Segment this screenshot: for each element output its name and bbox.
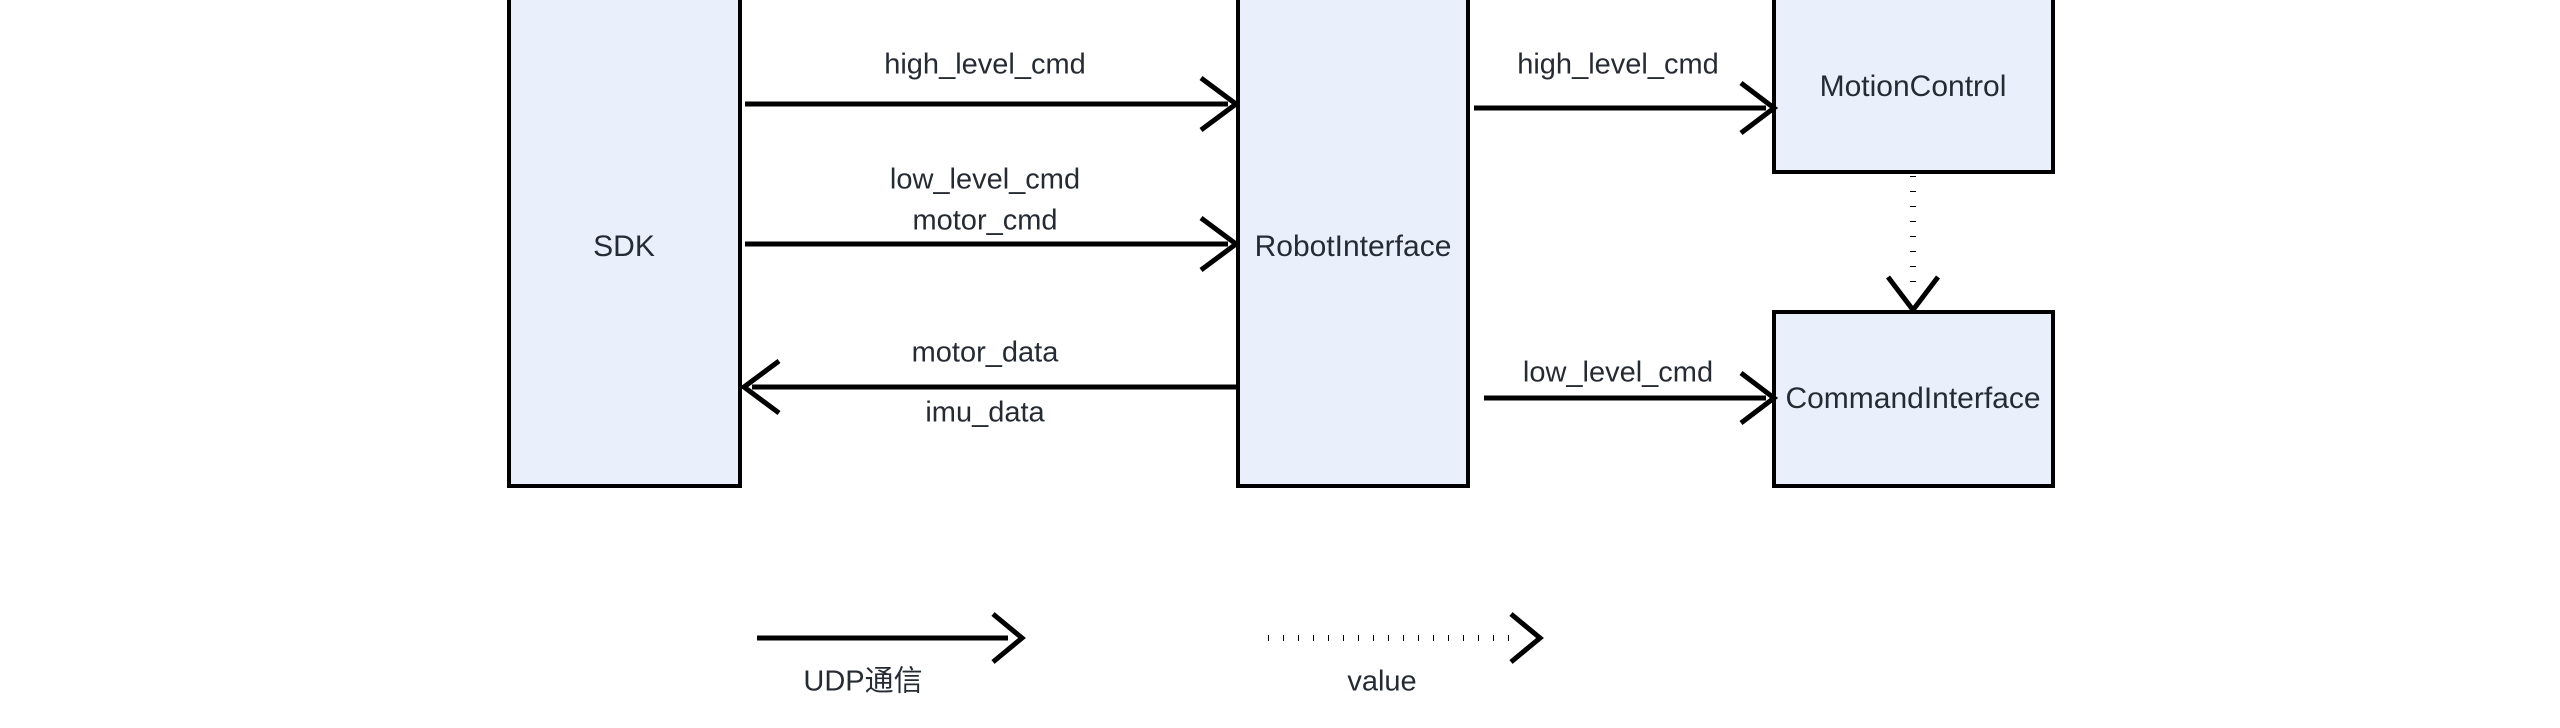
sdk-label: SDK <box>593 230 655 263</box>
sdk-box[interactable] <box>507 0 742 488</box>
edge-label-low-level-cmd-right: low_level_cmd <box>1523 357 1713 389</box>
legend: UDP通信 value <box>757 612 1544 698</box>
edge-label-motor-cmd: motor_cmd <box>912 205 1057 237</box>
legend-label-value: value <box>1347 666 1416 698</box>
edge-label-imu-data: imu_data <box>925 397 1045 429</box>
edge-robotinterface-to-motioncontrol[interactable]: high_level_cmd <box>1474 49 1779 135</box>
commandinterface-box[interactable] <box>1772 310 2055 488</box>
edge-sdk-to-robotinterface-low-level-cmd[interactable]: low_level_cmd motor_cmd <box>745 164 1241 273</box>
edge-label-high-level-cmd-right: high_level_cmd <box>1517 49 1719 81</box>
legend-item-udp[interactable]: UDP通信 <box>757 612 1026 698</box>
arrowhead-icon <box>1509 612 1544 664</box>
commandinterface-label: CommandInterface <box>1785 382 2040 415</box>
arrowhead-icon <box>1199 75 1241 133</box>
edge-label-low-level-cmd: low_level_cmd <box>890 164 1080 196</box>
edge-motioncontrol-to-commandinterface-dotted[interactable] <box>1886 176 1940 315</box>
edge-robotinterface-to-sdk-motor-data[interactable]: motor_data imu_data <box>739 337 1238 429</box>
legend-label-udp: UDP通信 <box>803 665 922 698</box>
arrowhead-icon <box>1199 215 1241 273</box>
node-commandinterface[interactable]: CommandInterface <box>1772 310 2055 488</box>
robotinterface-box[interactable] <box>1236 0 1470 488</box>
arrowhead-icon <box>1739 371 1779 425</box>
arrowhead-icon <box>1739 81 1779 135</box>
arrowhead-icon <box>1886 275 1940 315</box>
edge-label-motor-data: motor_data <box>912 337 1060 369</box>
edge-label-high-level-cmd-left: high_level_cmd <box>884 49 1086 81</box>
node-sdk[interactable]: SDK <box>507 0 742 488</box>
robotinterface-label: RobotInterface <box>1255 230 1452 263</box>
legend-item-value[interactable]: value <box>1268 612 1544 698</box>
edge-sdk-to-robotinterface-high-level-cmd[interactable]: high_level_cmd <box>745 49 1241 133</box>
node-robotinterface[interactable]: RobotInterface <box>1236 0 1470 488</box>
arrowhead-icon <box>739 358 781 416</box>
edge-robotinterface-to-commandinterface[interactable]: low_level_cmd <box>1484 357 1779 425</box>
motioncontrol-label: MotionControl <box>1820 70 2007 103</box>
motioncontrol-box[interactable] <box>1772 0 2055 174</box>
arrowhead-icon <box>991 612 1026 664</box>
node-motioncontrol[interactable]: MotionControl <box>1772 0 2055 174</box>
